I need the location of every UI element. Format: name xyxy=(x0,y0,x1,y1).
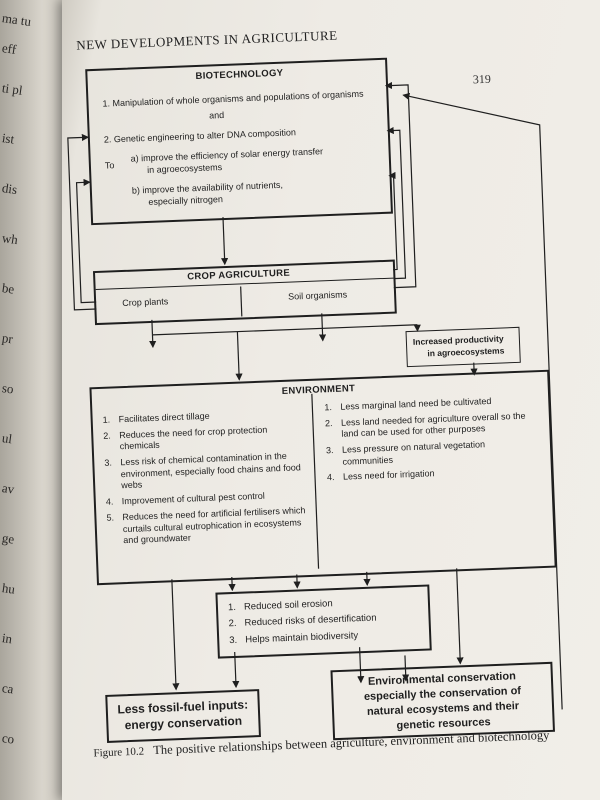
list-item: 4.Less need for irrigation xyxy=(326,468,435,483)
figure-content: NEW DEVELOPMENTS IN AGRICULTURE 319 xyxy=(66,20,564,777)
environment-box: ENVIRONMENT 1.Facilitates direct tillage… xyxy=(89,369,557,586)
crop-agriculture-box: CROP AGRICULTURE Crop plants Soil organi… xyxy=(92,259,397,326)
biotech-and: and xyxy=(208,109,225,121)
connector-arrows xyxy=(67,81,563,710)
list-item: 2.Reduces the need for crop protection c… xyxy=(103,424,268,452)
fossil-fuel-box: Less fossil-fuel inputs: energy conserva… xyxy=(105,689,261,743)
list-item: 2.Less land needed for agriculture overa… xyxy=(324,410,526,440)
soil-outcomes-list: 1.Reduced soil erosion 2.Reduced risks o… xyxy=(228,595,425,651)
crop-plants-label: Crop plants xyxy=(122,296,169,309)
figure-label: Figure 10.2 xyxy=(93,745,145,760)
facing-page-edge: ma tu eff ti pl ist dis wh be pr so ul a… xyxy=(0,0,70,800)
soil-outcomes-box: 1.Reduced soil erosion 2.Reduced risks o… xyxy=(215,584,432,659)
list-item: 3.Less pressure on natural vegetation co… xyxy=(325,439,486,467)
biotech-a-line1: a) improve the efficiency of solar energ… xyxy=(130,146,324,164)
soil-organisms-label: Soil organisms xyxy=(287,289,348,302)
productivity-box: Increased productivity in agroecosystems xyxy=(405,326,521,368)
biotech-a-line2: in agroecosystems xyxy=(146,162,223,175)
biotechnology-box: BIOTECHNOLOGY 1. Manipulation of whole o… xyxy=(85,57,393,226)
environment-title: ENVIRONMENT xyxy=(281,383,356,397)
biotech-b-line2: especially nitrogen xyxy=(148,194,224,207)
biotech-item-1: 1. Manipulation of whole organisms and p… xyxy=(102,88,364,109)
list-item: 5.Reduces the need for artificial fertil… xyxy=(106,504,306,546)
environment-left-list: 1.Facilitates direct tillage 2.Reduces t… xyxy=(102,407,307,551)
biotech-to: To xyxy=(104,160,115,171)
list-item: 3.Helps maintain biodiversity xyxy=(229,629,359,646)
environment-right-list: 1.Less marginal land need be cultivated … xyxy=(324,394,537,488)
list-item: 3.Less risk of chemical contamination in… xyxy=(104,450,301,491)
book-page xyxy=(62,0,600,800)
biotechnology-title: BIOTECHNOLOGY xyxy=(195,67,284,83)
productivity-line2: in agroecosystems xyxy=(427,345,505,359)
biotech-item-2: 2. Genetic engineering to alter DNA comp… xyxy=(103,127,297,145)
crop-agriculture-title: CROP AGRICULTURE xyxy=(187,267,291,283)
